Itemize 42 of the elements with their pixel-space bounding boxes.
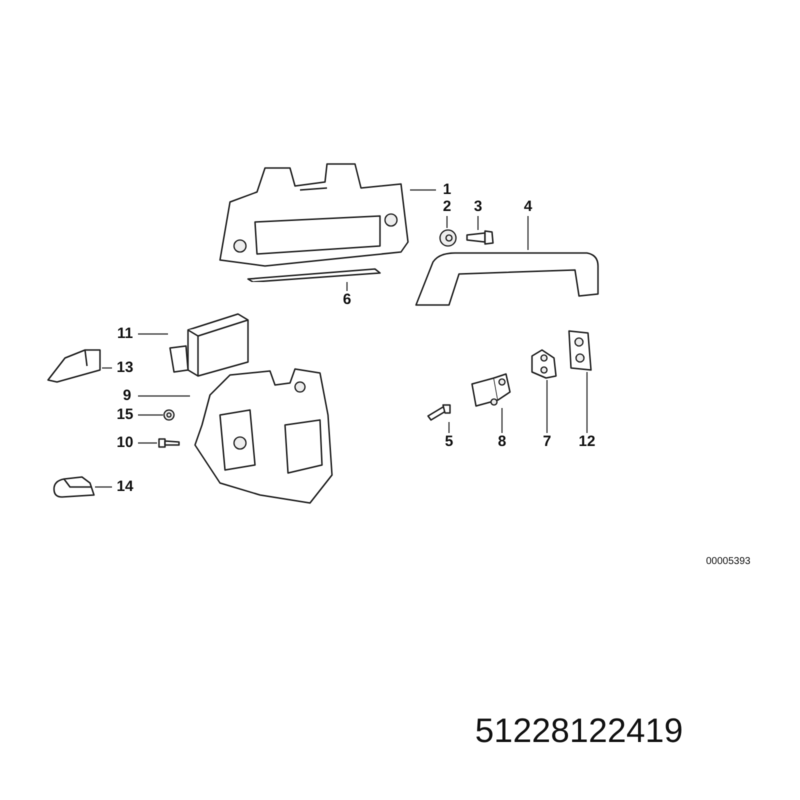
leader-line (138, 442, 157, 444)
callout-number: 15 (112, 406, 138, 424)
callout-number: 4 (517, 198, 539, 216)
leader-line (410, 189, 436, 191)
callout-number: 6 (336, 291, 358, 309)
callout-number: 9 (116, 387, 138, 405)
cap-drawing (438, 228, 458, 248)
leader-line (138, 395, 190, 397)
leader-line (448, 422, 450, 433)
leader-line (138, 333, 168, 335)
leader-line (501, 408, 503, 433)
leader-line (546, 380, 548, 433)
callout-number: 14 (112, 478, 138, 496)
screw-drawing (465, 230, 495, 246)
actuator-box-drawing (168, 312, 250, 378)
callout-number: 13 (112, 359, 138, 377)
leader-line (586, 372, 588, 433)
clip-drawing (52, 475, 95, 498)
leader-line (95, 486, 112, 488)
callout-number: 8 (491, 433, 513, 451)
leader-line (346, 282, 348, 291)
leader-line (446, 216, 448, 228)
callout-number: 5 (438, 433, 460, 451)
bracket-drawing (470, 372, 512, 408)
callout-number: 11 (112, 325, 138, 343)
callout-number: 1 (436, 181, 458, 199)
leader-line (102, 367, 112, 369)
part-number: 51228122419 (475, 712, 684, 751)
callout-number: 12 (574, 433, 600, 451)
part-drawing-number: 00005393 (706, 556, 750, 567)
callout-number: 10 (112, 434, 138, 452)
screw-drawing (426, 403, 452, 422)
plate-drawing (566, 328, 593, 372)
leader-line (477, 216, 479, 230)
callout-number: 3 (467, 198, 489, 216)
nut-drawing (163, 409, 175, 421)
bolt-drawing (157, 437, 180, 449)
callout-number: 2 (436, 198, 458, 216)
leader-line (138, 414, 163, 416)
grip-handle-drawing (413, 250, 600, 308)
callout-number: 7 (536, 433, 558, 451)
leader-line (527, 216, 529, 250)
